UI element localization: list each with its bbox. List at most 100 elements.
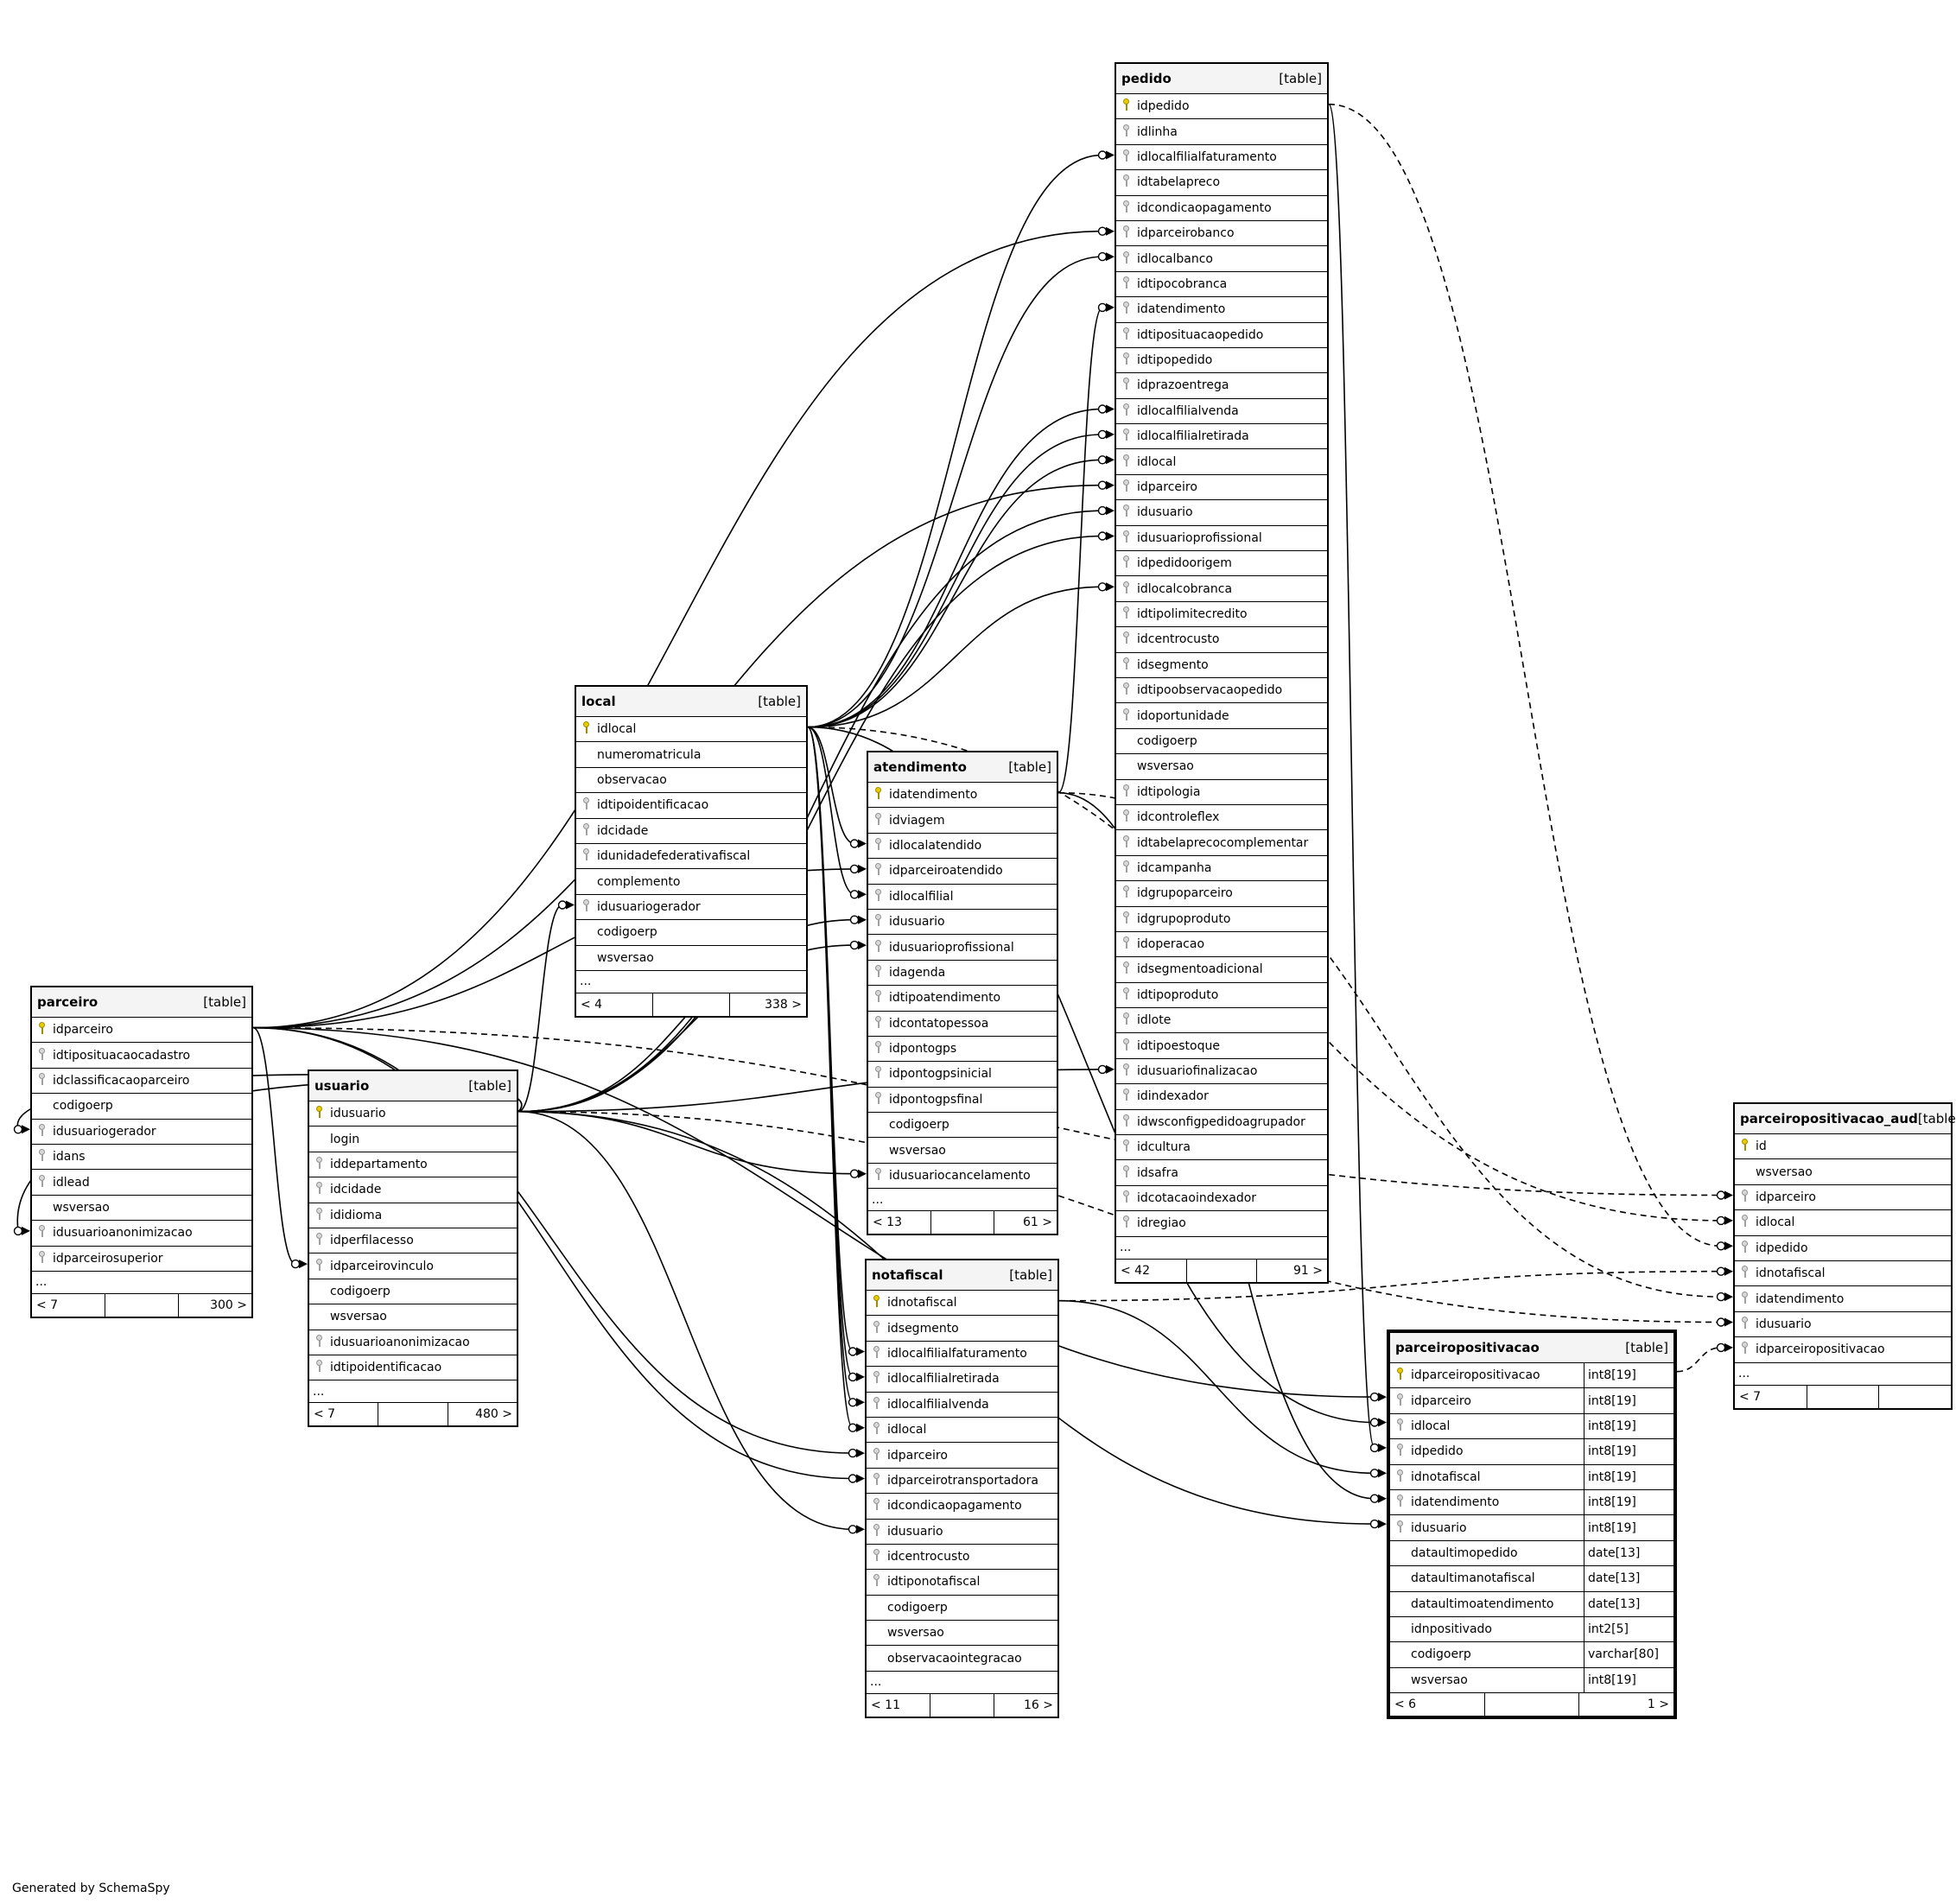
column-row[interactable]: idlocalbanco xyxy=(1116,246,1327,272)
parents-count[interactable]: < 11 xyxy=(871,1698,900,1712)
column-row[interactable]: idusuarioanonimizacao xyxy=(32,1221,251,1247)
column-row[interactable]: idlocalfilialfaturamento xyxy=(1116,145,1327,171)
column-row[interactable]: idtipoidentificacao xyxy=(576,793,806,819)
column-row[interactable]: idpontogpsinicial xyxy=(868,1062,1057,1088)
column-row[interactable]: complemento xyxy=(576,869,806,895)
column-row[interactable]: observacaointegracao xyxy=(867,1646,1057,1672)
more-columns-indicator[interactable]: ... xyxy=(32,1272,251,1294)
column-row[interactable]: idlocalatendido xyxy=(868,834,1057,860)
column-row[interactable]: idtabelapreco xyxy=(1116,170,1327,196)
parents-count[interactable]: < 13 xyxy=(873,1215,902,1230)
column-row[interactable]: idcultura xyxy=(1116,1135,1327,1161)
table-header[interactable]: notafiscal[table] xyxy=(867,1260,1057,1291)
table-header[interactable]: atendimento[table] xyxy=(868,752,1057,783)
column-row[interactable]: wsversao xyxy=(576,946,806,971)
column-row[interactable]: idoportunidade xyxy=(1116,703,1327,729)
children-count[interactable]: 61 > xyxy=(994,1211,1057,1234)
column-row[interactable]: idpontogps xyxy=(868,1037,1057,1063)
column-row[interactable]: idoperacao xyxy=(1116,932,1327,958)
column-row[interactable]: idparceiro xyxy=(867,1443,1057,1469)
column-row[interactable]: idtipolimitecredito xyxy=(1116,602,1327,628)
column-row[interactable]: ididioma xyxy=(309,1203,517,1228)
column-row[interactable]: idusuario xyxy=(867,1520,1057,1545)
column-row[interactable]: idusuariocancelamento xyxy=(868,1164,1057,1190)
column-row[interactable]: codigoerp xyxy=(309,1279,517,1305)
column-row[interactable]: idtipologia xyxy=(1116,780,1327,805)
parents-count[interactable]: < 7 xyxy=(1739,1389,1762,1404)
column-row[interactable]: idcidade xyxy=(576,819,806,844)
column-row[interactable]: idindexador xyxy=(1116,1084,1327,1110)
column-row[interactable]: idlocalfilialretirada xyxy=(867,1367,1057,1393)
more-columns-indicator[interactable]: ... xyxy=(868,1189,1057,1212)
column-row[interactable]: idcontroleflex xyxy=(1116,805,1327,831)
column-row[interactable]: observacao xyxy=(576,768,806,794)
column-row[interactable]: idparceiro xyxy=(1116,475,1327,501)
column-row[interactable]: idparceirotransportadora xyxy=(867,1469,1057,1495)
column-row[interactable]: idlocalfilialvenda xyxy=(1116,399,1327,425)
column-row[interactable]: idparceirosuperior xyxy=(32,1247,251,1272)
column-row[interactable]: idgrupoproduto xyxy=(1116,907,1327,932)
column-row[interactable]: idusuario xyxy=(309,1101,517,1127)
table-header[interactable]: local[table] xyxy=(576,687,806,717)
column-row[interactable]: idlocal xyxy=(1116,449,1327,475)
column-row[interactable]: idcotacaoindexador xyxy=(1116,1186,1327,1212)
column-row[interactable]: idlocalfilialfaturamento xyxy=(867,1342,1057,1368)
table-header[interactable]: parceiro[table] xyxy=(32,987,251,1018)
column-row[interactable]: codigoerp xyxy=(32,1094,251,1120)
column-row[interactable]: idunidadefederativafiscal xyxy=(576,844,806,870)
column-row[interactable]: idpedido xyxy=(1116,94,1327,120)
column-row[interactable]: idlocalfilialvenda xyxy=(867,1393,1057,1418)
column-row[interactable]: idatendimento xyxy=(1735,1286,1951,1312)
column-row[interactable]: idgrupoparceiro xyxy=(1116,881,1327,907)
column-row[interactable]: idprazoentrega xyxy=(1116,373,1327,399)
children-count[interactable]: 480 > xyxy=(447,1403,517,1426)
more-columns-indicator[interactable]: ... xyxy=(867,1672,1057,1694)
column-row[interactable]: numeromatricula xyxy=(576,742,806,768)
column-row[interactable]: idatendimento xyxy=(868,783,1057,809)
column-row[interactable]: wsversao xyxy=(1116,754,1327,780)
column-row[interactable]: idlead xyxy=(32,1170,251,1196)
column-row[interactable]: codigoerp xyxy=(1116,729,1327,755)
more-columns-indicator[interactable]: ... xyxy=(1116,1237,1327,1260)
column-row[interactable]: idcondicaopagamento xyxy=(867,1494,1057,1520)
column-row[interactable]: idtiposituacaopedido xyxy=(1116,323,1327,348)
column-row[interactable]: idlinha xyxy=(1116,119,1327,145)
column-row[interactable]: idusuarioprofissional xyxy=(1116,526,1327,552)
column-row[interactable]: idparceiro xyxy=(1735,1185,1951,1211)
children-count[interactable]: 338 > xyxy=(729,993,806,1016)
column-row[interactable]: idagenda xyxy=(868,961,1057,987)
column-row[interactable]: idcontatopessoa xyxy=(868,1012,1057,1037)
column-row[interactable]: idregiao xyxy=(1116,1211,1327,1237)
table-header[interactable]: pedido[table] xyxy=(1116,64,1327,94)
table-header[interactable]: usuario[table] xyxy=(309,1071,517,1101)
table-parceiropositivacao[interactable]: parceiropositivacao[table]idparceiroposi… xyxy=(1387,1330,1677,1720)
column-row[interactable]: wsversao xyxy=(1735,1159,1951,1185)
column-row[interactable]: idusuariogerador xyxy=(32,1120,251,1145)
column-row[interactable]: idsegmento xyxy=(1116,653,1327,678)
column-row[interactable]: idsafra xyxy=(1116,1160,1327,1186)
column-row[interactable]: idwsconfigpedidoagrupador xyxy=(1116,1110,1327,1136)
more-columns-indicator[interactable]: ... xyxy=(309,1380,517,1404)
children-count[interactable]: 91 > xyxy=(1256,1259,1327,1282)
column-row[interactable]: idtipoestoque xyxy=(1116,1033,1327,1059)
column-row[interactable]: login xyxy=(309,1127,517,1152)
column-row[interactable]: idusuario xyxy=(1116,500,1327,526)
column-row[interactable]: id xyxy=(1735,1134,1951,1160)
children-count[interactable]: 1 > xyxy=(1578,1693,1673,1717)
column-row[interactable]: idparceiro xyxy=(32,1018,251,1044)
column-row[interactable]: idsegmento xyxy=(867,1316,1057,1342)
column-row[interactable]: idparceiroatendido xyxy=(868,859,1057,885)
column-row[interactable]: idlocal xyxy=(1735,1210,1951,1236)
more-columns-indicator[interactable]: ... xyxy=(1735,1363,1951,1386)
column-row[interactable]: idcentrocusto xyxy=(867,1545,1057,1571)
